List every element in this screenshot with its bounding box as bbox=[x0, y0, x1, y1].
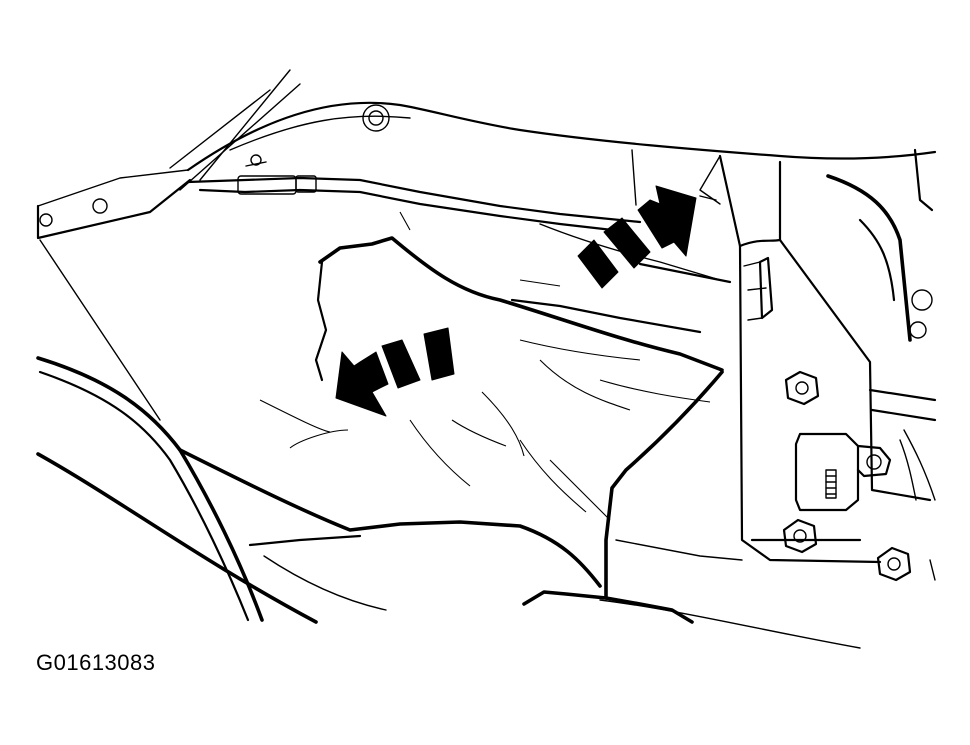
fender-liner bbox=[259, 211, 724, 624]
wiring-harness bbox=[186, 154, 732, 284]
support-bracket bbox=[599, 154, 932, 649]
bolt-lower-left bbox=[782, 518, 818, 554]
upper-body-panel bbox=[169, 69, 937, 206]
right-housing bbox=[826, 148, 937, 581]
arrow-right-icon bbox=[577, 185, 697, 289]
bolt-upper bbox=[784, 370, 820, 406]
mounting-plate bbox=[794, 432, 892, 512]
bolt-lower-right bbox=[876, 546, 912, 582]
wheel-well-edge bbox=[36, 356, 602, 624]
left-fender bbox=[36, 169, 192, 421]
figure-code: G01613083 bbox=[36, 650, 156, 675]
arrow-left-icon bbox=[335, 327, 455, 417]
